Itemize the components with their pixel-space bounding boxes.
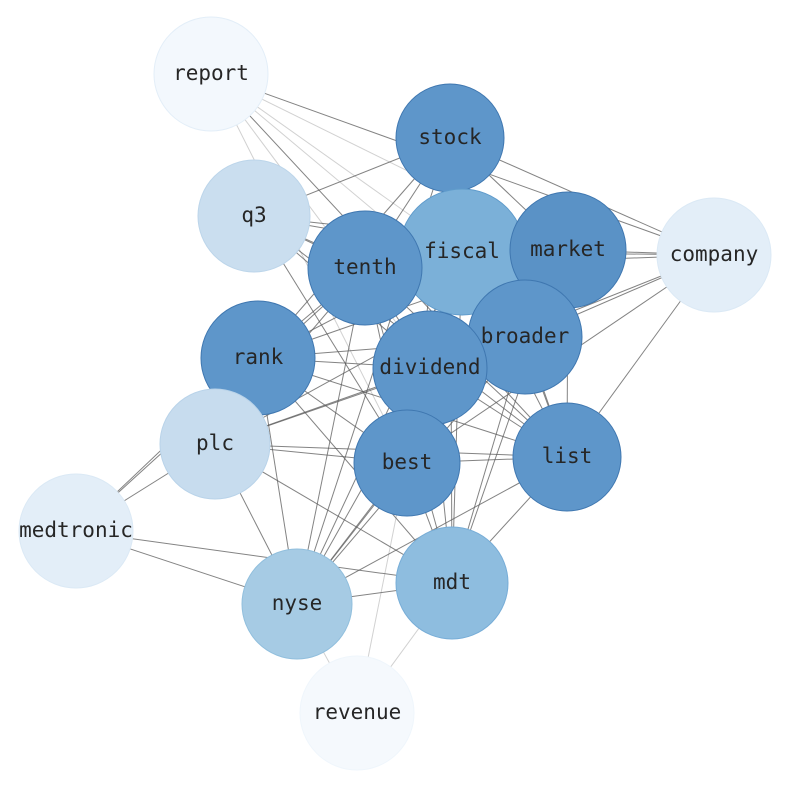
node-label-mdt: mdt <box>433 570 471 594</box>
graph-node-plc[interactable]: plc <box>159 388 271 500</box>
node-circle-nyse[interactable] <box>241 548 353 660</box>
node-circle-best[interactable] <box>353 409 461 517</box>
graph-node-stock[interactable]: stock <box>395 83 505 193</box>
node-label-report: report <box>173 61 249 85</box>
node-label-plc: plc <box>196 431 234 455</box>
graph-node-fiscal[interactable]: fiscal <box>398 188 526 316</box>
graph-node-q3[interactable]: q3 <box>197 159 311 273</box>
node-label-best: best <box>382 450 433 474</box>
node-circle-plc[interactable] <box>159 388 271 500</box>
node-circle-medtronic[interactable] <box>18 473 134 589</box>
graph-node-nyse[interactable]: nyse <box>241 548 353 660</box>
node-circle-company[interactable] <box>656 197 772 313</box>
graph-node-best[interactable]: best <box>353 409 461 517</box>
node-label-medtronic: medtronic <box>19 518 133 542</box>
graph-node-tenth[interactable]: tenth <box>307 210 423 326</box>
node-label-broader: broader <box>481 324 570 348</box>
graph-node-mdt[interactable]: mdt <box>395 526 509 640</box>
graph-node-list[interactable]: list <box>512 402 622 512</box>
graph-node-medtronic[interactable]: medtronic <box>18 473 134 589</box>
graph-node-revenue[interactable]: revenue <box>299 655 415 771</box>
node-label-stock: stock <box>418 125 482 149</box>
nodes-layer: report stock q3 fiscal market company tenth bro… <box>18 16 772 771</box>
graph-edge <box>75 530 453 584</box>
graph-node-rank[interactable]: rank <box>200 300 316 416</box>
node-label-tenth: tenth <box>333 255 396 279</box>
node-circle-mdt[interactable] <box>395 526 509 640</box>
node-label-market: market <box>530 237 606 261</box>
node-label-nyse: nyse <box>272 591 323 615</box>
node-label-rank: rank <box>233 345 284 369</box>
node-circle-revenue[interactable] <box>299 655 415 771</box>
node-label-list: list <box>542 444 593 468</box>
node-circle-q3[interactable] <box>197 159 311 273</box>
node-circle-tenth[interactable] <box>307 210 423 326</box>
graph-node-market[interactable]: market <box>509 191 627 309</box>
graph-node-company[interactable]: company <box>656 197 772 313</box>
graph-node-report[interactable]: report <box>153 16 269 132</box>
node-circle-report[interactable] <box>153 16 269 132</box>
graph-node-broader[interactable]: broader <box>467 279 583 395</box>
graph-node-dividend[interactable]: dividend <box>372 310 488 426</box>
node-label-revenue: revenue <box>313 700 402 724</box>
graph-edge <box>210 73 431 369</box>
node-label-fiscal: fiscal <box>424 239 500 263</box>
node-label-company: company <box>670 242 759 266</box>
node-label-q3: q3 <box>241 203 266 227</box>
node-circle-list[interactable] <box>512 402 622 512</box>
node-label-dividend: dividend <box>379 355 480 379</box>
